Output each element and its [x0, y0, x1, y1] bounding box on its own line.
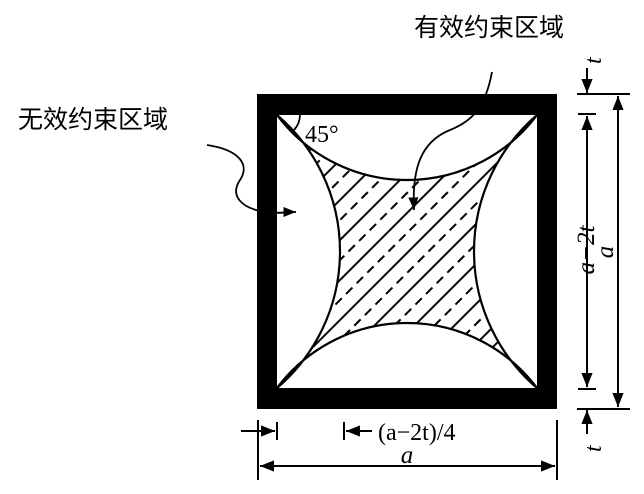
hatch-line	[277, 115, 537, 388]
dim-thickness-top: t	[581, 56, 607, 64]
arch-boundaries	[276, 114, 538, 389]
hatch-line	[499, 115, 537, 388]
effective-region-label: 有效约束区域	[414, 14, 564, 42]
hatch-line	[319, 115, 537, 388]
right-dimensions	[577, 68, 630, 434]
effective-leader-arrow	[408, 71, 493, 211]
ineffective-region-label: 无效约束区域	[18, 106, 168, 134]
dim-arc-offset: (a−2t)/4	[378, 420, 456, 446]
hatch-line	[277, 115, 361, 388]
dim-outer-width: a	[401, 442, 414, 469]
hatch-line	[277, 115, 401, 388]
hatch-line	[277, 115, 341, 388]
angle-label: 45°	[305, 122, 339, 148]
dim-outer-height: a	[592, 246, 619, 259]
ineffective-leader-arrow	[206, 144, 297, 218]
dim-inner-height: a−2t	[573, 225, 600, 275]
dim-thickness-bottom: t	[581, 444, 607, 452]
hatch-line	[277, 115, 301, 388]
bottom-dimensions	[241, 420, 558, 480]
hatch-line	[277, 115, 501, 388]
hatch-line	[277, 115, 441, 388]
angle-mark	[292, 114, 301, 132]
hatch-line	[277, 115, 281, 388]
